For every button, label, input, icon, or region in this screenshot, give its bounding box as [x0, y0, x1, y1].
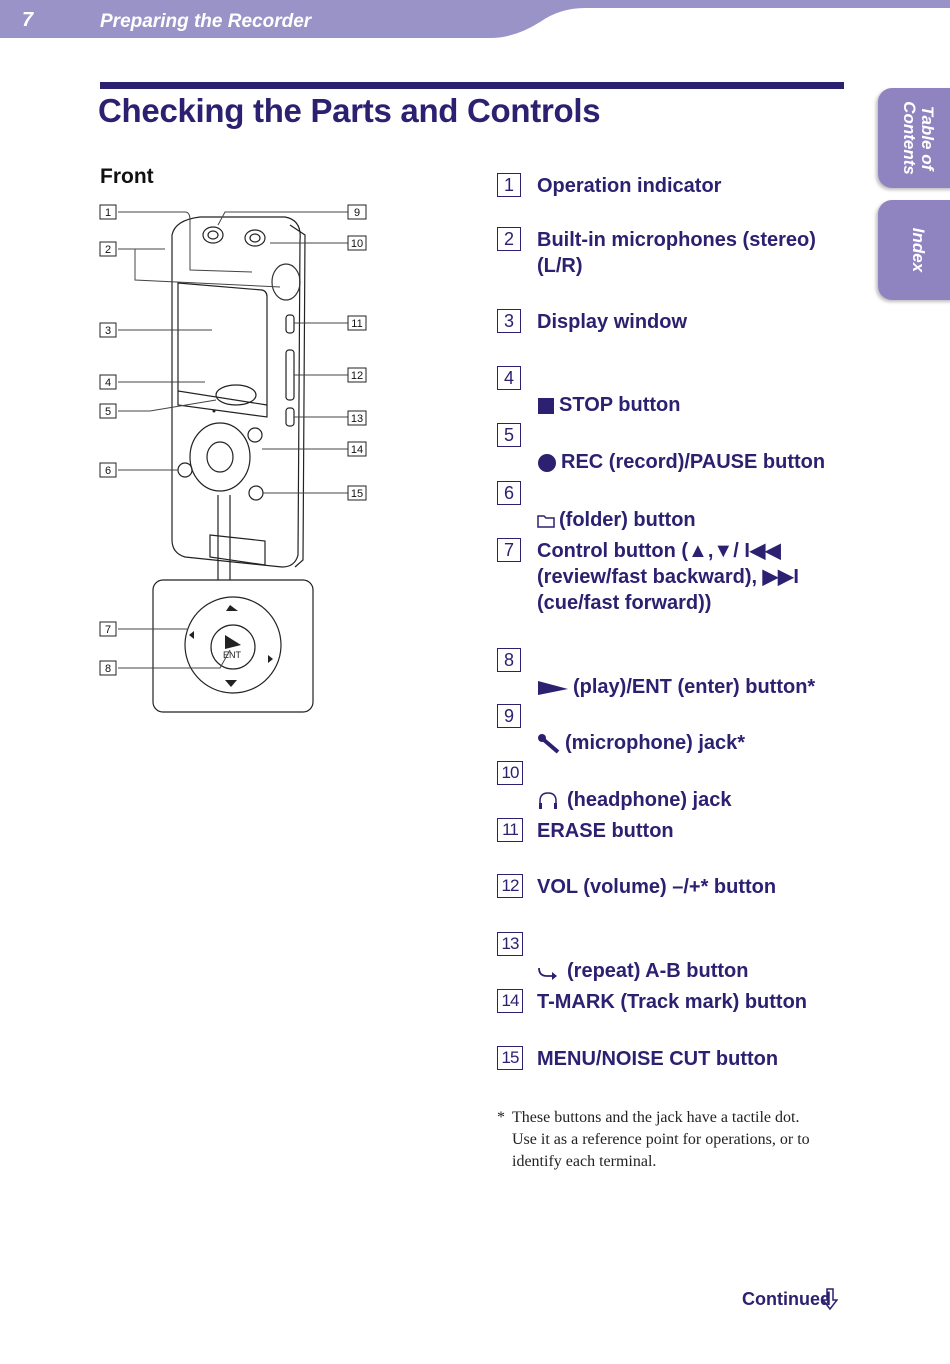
part-number: 12	[497, 874, 523, 898]
callout-15: 15	[351, 488, 363, 500]
callout-4: 4	[105, 377, 111, 389]
folder-icon	[537, 514, 555, 528]
microphone-grille	[271, 263, 301, 301]
recorder-diagram: ENT 1 2 3 4 5 6 7 8 9	[99, 204, 367, 713]
play-triangle-icon	[538, 680, 568, 695]
header-bar	[0, 0, 950, 40]
callout-1: 1	[105, 207, 111, 219]
display-window	[177, 282, 268, 406]
part-label: Control button (▲,▼/ I◀◀ (review/fast ba…	[537, 540, 799, 614]
part-label-wrap: (repeat) A-B button	[537, 932, 748, 984]
part-label: ERASE button	[537, 820, 674, 842]
part-number: 4	[497, 366, 521, 390]
callout-3: 3	[105, 325, 111, 337]
part-label-wrap: REC (record)/PAUSE button	[537, 423, 825, 475]
part-label: REC (record)/PAUSE button	[561, 451, 826, 473]
headphone-jack	[244, 229, 266, 247]
part-number: 9	[497, 704, 521, 728]
part-label-wrap: (play)/ENT (enter) button*	[537, 648, 815, 700]
part-label: Display window	[537, 311, 688, 333]
tab-table-of-contents[interactable]: Table of Contents	[878, 88, 950, 188]
record-dot-icon	[538, 453, 556, 472]
part-number: 15	[497, 1046, 523, 1070]
section-title: Preparing the Recorder	[100, 11, 312, 32]
part-number: 6	[497, 481, 521, 505]
rec-button-shape	[215, 384, 257, 406]
part-label: Operation indicator	[537, 175, 722, 197]
repeat-icon	[538, 967, 557, 980]
callout-7: 7	[105, 624, 111, 636]
header-shape	[0, 0, 950, 38]
tab-table-of-contents-label: Table of Contents	[900, 101, 937, 175]
part-number: 14	[497, 989, 523, 1013]
down-arrow-icon	[822, 1288, 838, 1311]
front-label: Front	[100, 165, 154, 188]
part-label-wrap: STOP button	[537, 366, 680, 418]
control-pad	[189, 422, 251, 492]
part-label-wrap: (folder) button	[537, 481, 696, 533]
footnote-marker: *	[497, 1109, 505, 1126]
callout-11: 11	[351, 318, 362, 330]
part-number: 5	[497, 423, 521, 447]
part-label: (headphone) jack	[567, 789, 732, 811]
part-number: 10	[497, 761, 523, 785]
part-label: (play)/ENT (enter) button*	[573, 676, 816, 698]
callout-12: 12	[351, 370, 363, 382]
part-label: (folder) button	[559, 509, 696, 531]
part-label: STOP button	[559, 394, 681, 416]
callout-5: 5	[105, 406, 111, 418]
part-number: 8	[497, 648, 521, 672]
tab-index[interactable]: Index	[878, 200, 950, 300]
title-rule	[100, 82, 844, 89]
part-label: T-MARK (Track mark) button	[537, 991, 808, 1013]
part-label: (repeat) A-B button	[567, 960, 749, 982]
part-number: 3	[497, 309, 521, 333]
page-title: Checking the Parts and Controls	[98, 92, 601, 129]
part-number: 2	[497, 227, 521, 251]
stop-square-icon	[538, 397, 554, 414]
part-label: (microphone) jack*	[565, 732, 746, 754]
page-number: 7	[22, 9, 34, 31]
footnote-text: These buttons and the jack have a tactil…	[512, 1109, 810, 1170]
microphone-icon	[538, 733, 560, 754]
callout-8: 8	[105, 663, 111, 675]
continued-label: Continued	[742, 1289, 831, 1309]
part-label-wrap: (microphone) jack*	[537, 704, 745, 756]
callout-14: 14	[351, 444, 363, 456]
callout-13: 13	[351, 413, 363, 425]
part-label: Built-in microphones (stereo) (L/R)	[537, 229, 816, 277]
part-number: 1	[497, 173, 521, 197]
recorder-body	[171, 216, 301, 568]
part-label-wrap: (headphone) jack	[537, 761, 731, 813]
ent-label: ENT	[223, 650, 242, 660]
mic-jack	[202, 226, 224, 244]
callout-6: 6	[105, 465, 111, 477]
callout-2: 2	[105, 244, 111, 256]
part-number: 13	[497, 932, 523, 956]
part-number: 11	[497, 818, 523, 842]
part-number: 7	[497, 538, 521, 562]
tab-index-label: Index	[909, 227, 928, 273]
part-label: VOL (volume) –/+* button	[537, 876, 777, 898]
headphone-icon	[539, 791, 557, 809]
callout-10: 10	[351, 238, 363, 250]
part-label: MENU/NOISE CUT button	[537, 1048, 779, 1070]
callout-9: 9	[354, 207, 360, 219]
